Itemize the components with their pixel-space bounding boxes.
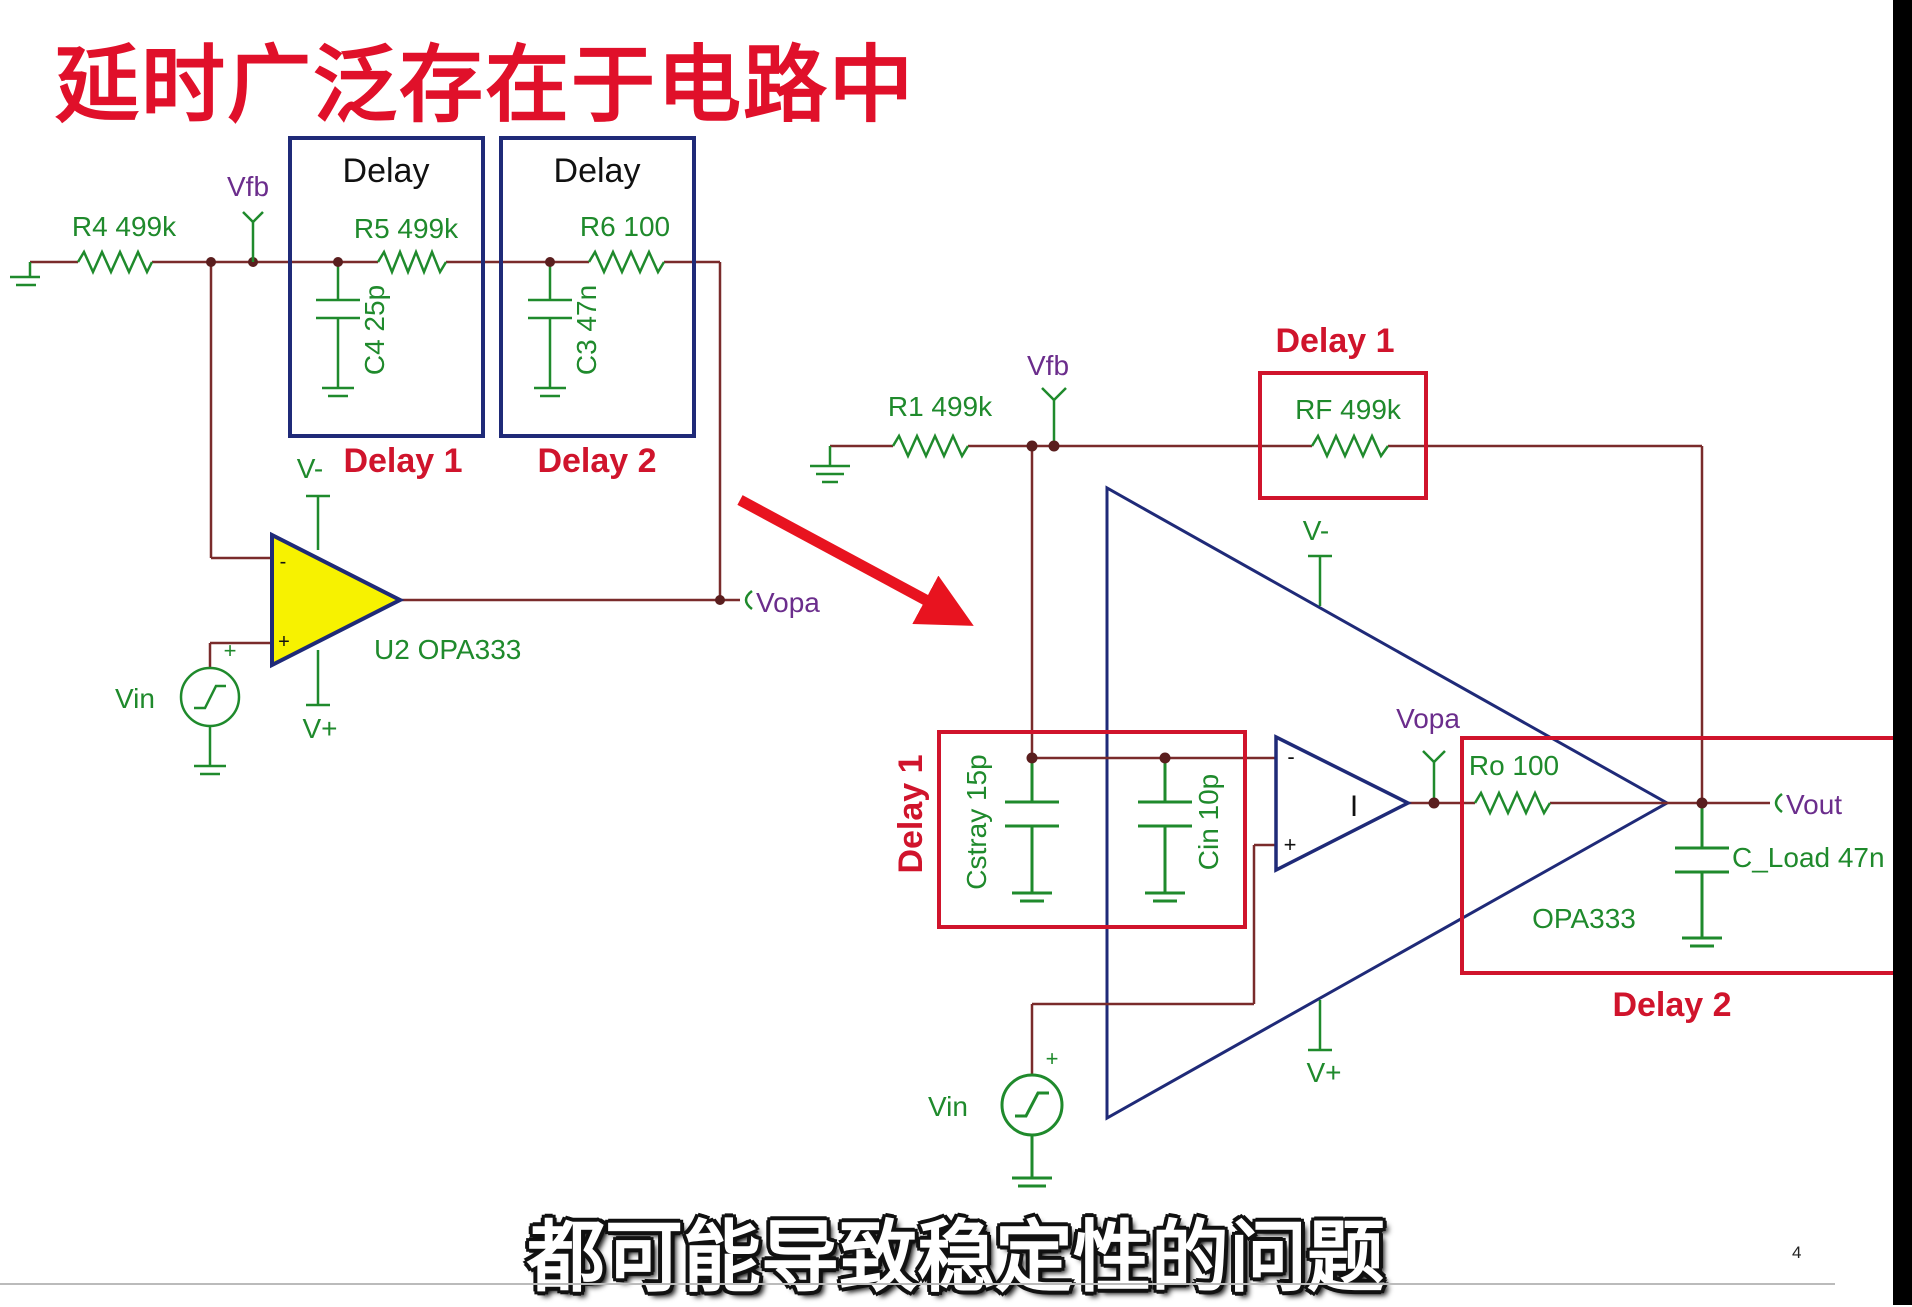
left-delay-label-2: Delay 2	[537, 442, 656, 480]
bottom-divider	[0, 1283, 1835, 1285]
cload-capacitor	[1675, 803, 1729, 948]
rf-label: RF 499k	[1295, 394, 1402, 425]
vfb-probe-icon	[242, 211, 264, 262]
left-delay-box-2	[499, 136, 696, 438]
r1-label: R1 499k	[888, 391, 993, 422]
vout-label: Vout	[1786, 789, 1842, 820]
left-delay-box-1	[288, 136, 485, 438]
right-vopa-probe-icon	[1422, 750, 1446, 803]
left-vin-label: Vin	[115, 683, 155, 714]
right-supply-pins	[1308, 554, 1332, 1052]
vopa-probe-icon	[744, 590, 753, 610]
c3-capacitor	[528, 262, 572, 398]
right-vopa-label: Vopa	[1396, 703, 1460, 734]
r6-label: R6 100	[580, 211, 670, 242]
opa333-label: OPA333	[1532, 903, 1636, 934]
r5-resistor	[376, 248, 448, 276]
ro-resistor	[1473, 789, 1552, 817]
left-plus-pin: +	[278, 631, 290, 653]
rf-delay-box	[1258, 371, 1428, 500]
c3-label: C3 47n	[571, 285, 602, 375]
r4-resistor	[76, 248, 154, 276]
opa333-big-triangle	[1105, 485, 1671, 1121]
right-delay1-side-label: Delay 1	[892, 754, 930, 873]
r1-ground-icon	[810, 446, 850, 484]
left-delay-label-1: Delay 1	[343, 442, 462, 480]
right-src-plus: +	[1046, 1046, 1059, 1071]
r1-resistor	[891, 432, 970, 460]
left-wires	[30, 260, 740, 668]
u2-opamp-icon	[270, 531, 405, 669]
left-vfb-label: Vfb	[227, 171, 269, 202]
c4-capacitor	[316, 262, 360, 398]
right-plus-pin: +	[1284, 832, 1297, 857]
left-supply-pins	[306, 494, 330, 707]
rf-resistor	[1310, 432, 1390, 460]
cin-label: Cin 10p	[1193, 774, 1224, 871]
u2-opamp-label: U2 OPA333	[374, 634, 521, 665]
cload-label: C_Load 47n	[1732, 842, 1885, 873]
right-wires	[830, 444, 1770, 1075]
video-subtitle: 都可能导致稳定性的问题	[526, 1213, 1385, 1303]
left-vminus-label: V-	[297, 453, 323, 484]
right-edge-bar	[1893, 0, 1912, 1305]
cstray-label: Cstray 15p	[961, 754, 992, 889]
ro-label: Ro 100	[1469, 750, 1559, 781]
left-delay-box-1-label: Delay	[343, 152, 430, 190]
right-vplus-label: V+	[1306, 1057, 1341, 1088]
left-src-plus: +	[224, 638, 237, 663]
r4-label: R4 499k	[72, 211, 177, 242]
left-junctions	[206, 257, 725, 605]
right-vin-source-icon	[1000, 1073, 1064, 1188]
ground-icon	[10, 262, 40, 287]
right-delay1-top-label: Delay 1	[1275, 322, 1394, 360]
inner-opamp-mark: I	[1350, 790, 1358, 823]
cin-capacitor	[1138, 758, 1192, 903]
right-vfb-label: Vfb	[1027, 350, 1069, 381]
left-vplus-label: V+	[302, 713, 337, 744]
left-delay-box-2-label: Delay	[554, 152, 641, 190]
right-junctions	[1026, 440, 1708, 809]
r6-resistor	[587, 248, 666, 276]
right-minus-pin: -	[1287, 744, 1294, 769]
right-delay2-label: Delay 2	[1612, 986, 1731, 1024]
left-vopa-label: Vopa	[756, 587, 820, 618]
page-number: 4	[1792, 1243, 1802, 1262]
right-vin-label: Vin	[928, 1091, 968, 1122]
left-minus-pin: -	[280, 551, 287, 573]
left-circuit: Delay Delay Delay 1 Delay 2 R4 499k R5 4…	[10, 136, 820, 776]
transition-arrow-icon	[737, 495, 974, 626]
inner-opamp-icon	[1274, 734, 1412, 873]
slide-title: 延时广泛存在于电路中	[55, 36, 916, 134]
left-vin-source-icon	[179, 666, 241, 776]
right-vfb-probe-icon	[1041, 387, 1067, 446]
input-delay-box	[937, 730, 1247, 929]
c4-label: C4 25p	[359, 285, 390, 375]
r5-label: R5 499k	[354, 213, 459, 244]
right-circuit: Delay 1 Delay 1 Delay 2 R1 499k RF 499k …	[810, 322, 1902, 1188]
vout-probe-icon	[1774, 793, 1783, 813]
right-vminus-label: V-	[1303, 515, 1329, 546]
cstray-capacitor	[1005, 758, 1059, 903]
